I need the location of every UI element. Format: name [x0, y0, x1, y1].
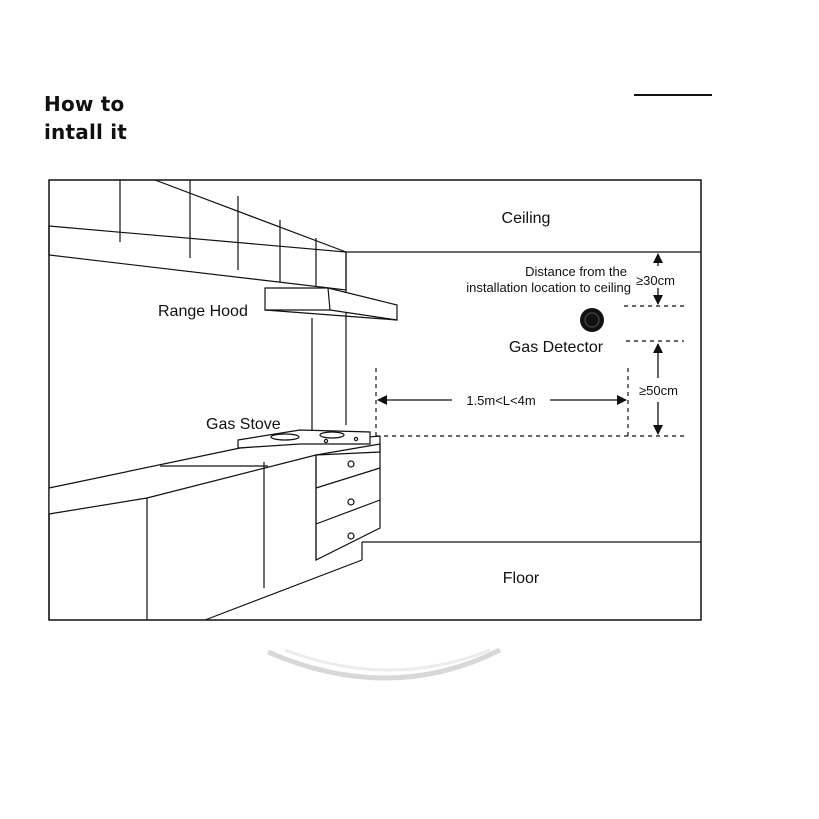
gas-stove-drawing — [237, 429, 371, 449]
page-heading: How to intall it — [44, 90, 127, 146]
drawer-knobs — [347, 460, 355, 540]
gas-detector-label: Gas Detector — [509, 339, 604, 356]
heading-line-2: intall it — [44, 120, 128, 144]
gas-detector-device — [580, 308, 604, 332]
background-product-edge — [267, 647, 502, 681]
decorative-rule — [634, 94, 712, 96]
distance-label-line-1: Distance from the — [525, 264, 627, 279]
horizontal-range-label: 1.5m<L<4m — [466, 393, 535, 408]
heading-line-1: How to — [44, 92, 125, 116]
stove-gap-label: ≥50cm — [639, 383, 678, 398]
range-hood-label: Range Hood — [158, 303, 248, 320]
ceiling-gap-label: ≥30cm — [636, 273, 675, 288]
wall-cabinets — [48, 179, 347, 291]
dimension-arrows — [377, 253, 663, 435]
floor-label: Floor — [503, 570, 540, 587]
guide-lines — [375, 305, 686, 437]
room-walls — [204, 251, 701, 621]
ceiling-label: Ceiling — [502, 210, 551, 227]
range-hood-drawing — [264, 287, 398, 430]
distance-label-line-2: installation location to ceiling — [466, 280, 631, 295]
gas-stove-label: Gas Stove — [206, 416, 281, 433]
